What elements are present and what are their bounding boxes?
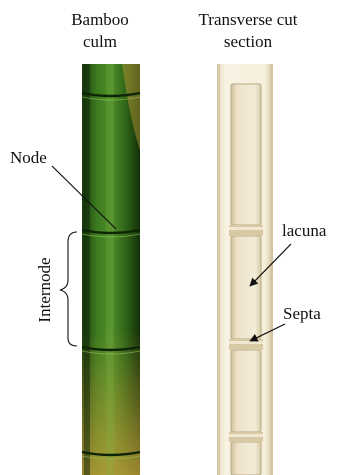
lacuna-cavity-3 [231,350,261,432]
culm-heading-line1: Bamboo [71,10,129,29]
septum-1 [229,225,263,236]
lacuna-cavity-1 [231,84,261,225]
internode-bracket [60,232,77,346]
section-heading-line1: Transverse cut [199,10,298,29]
lacuna-label: lacuna [282,221,327,240]
septum-2 [229,339,263,350]
transverse-section [217,64,273,475]
section-heading-line2: section [224,32,273,51]
bamboo-culm [82,64,140,475]
culm-heading-line2: culm [83,32,117,51]
internode-label: Internode [35,257,54,322]
node-label: Node [10,148,47,167]
lacuna-cavity-4 [231,442,261,475]
septa-label: Septa [283,304,321,323]
lacuna-cavity-2 [231,236,261,339]
